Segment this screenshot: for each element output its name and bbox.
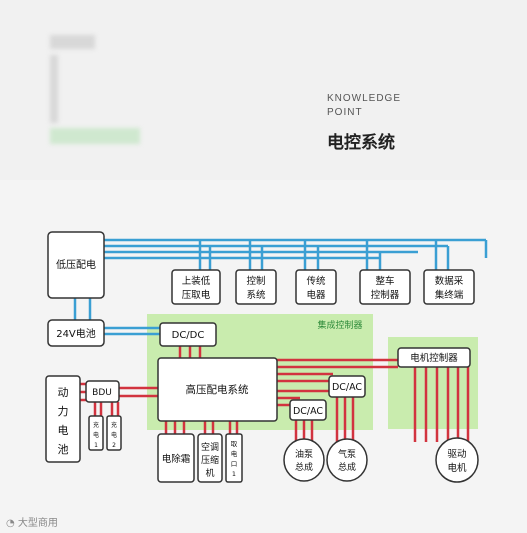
ac-comp-line3: 机 [205, 467, 214, 479]
drive-motor-line2: 电机 [447, 462, 467, 474]
load4-line1: 整车 [375, 275, 394, 287]
load-traditional-electric-box [295, 269, 337, 305]
high-voltage-lines [80, 346, 470, 442]
power-battery-char1: 动 [58, 386, 69, 399]
load-vehicle-controller-box [359, 269, 411, 305]
power-battery-char3: 电 [58, 424, 69, 437]
charger1-char3: 1 [94, 442, 98, 449]
air-pump-line2: 总成 [338, 461, 356, 473]
power-take-char3: 口 [231, 460, 238, 468]
page-title: 电控系统 [327, 133, 395, 153]
battery-24v-box [47, 319, 105, 347]
dcdc-box [159, 322, 217, 347]
blurred-logo-bar [50, 55, 58, 123]
motor-controller-box [397, 347, 471, 368]
load-control-system-box [235, 269, 277, 305]
hv-distribution-box [157, 357, 278, 422]
charger1-char2: 电 [93, 431, 99, 439]
load1-line2: 压取电 [182, 289, 211, 301]
ac-compressor-box [197, 433, 223, 483]
header-area: KNOWLEDGE POINT 电控系统 [0, 0, 527, 180]
kp-line1: KNOWLEDGE [327, 93, 402, 104]
charger2-char3: 2 [112, 442, 116, 449]
oil-pump-line1: 油泵 [295, 448, 313, 460]
load2-line2: 系统 [246, 289, 266, 301]
oil-pump-line2: 总成 [295, 461, 313, 473]
integrated-controller-label: 集成控制器 [317, 319, 362, 331]
load4-line2: 控制器 [371, 289, 400, 301]
load3-line2: 电器 [306, 289, 326, 301]
defrost-label: 电除霜 [162, 453, 191, 465]
power-battery-char2: 力 [58, 405, 69, 418]
dcdc-label: DC/DC [172, 330, 205, 341]
bdu-box [85, 380, 120, 403]
load5-line2: 集终端 [435, 289, 464, 301]
hv-distribution-label: 高压配电系统 [186, 383, 249, 396]
battery-24v-label: 24V电池 [56, 327, 96, 340]
load5-line1: 数据采 [435, 275, 464, 287]
air-pump-circle [326, 438, 368, 482]
motor-controller-label: 电机控制器 [410, 352, 458, 364]
watermark-text: 大型商用 [17, 518, 58, 529]
power-take-off-box [225, 433, 243, 483]
ac-comp-line1: 空调 [201, 441, 219, 453]
dcac2-label: DC/AC [293, 406, 323, 417]
defrost-box [157, 433, 195, 483]
low-voltage-distribution-box [47, 231, 105, 299]
load3-line1: 传统 [306, 275, 326, 287]
charger1-box [88, 415, 104, 451]
drive-motor-line1: 驱动 [447, 449, 466, 460]
dcac1-label: DC/AC [332, 382, 362, 393]
low-voltage-label: 低压配电 [56, 258, 96, 271]
load-upper-body-box [171, 269, 221, 305]
oil-pump-circle [283, 438, 325, 482]
charger2-char1: 充 [111, 421, 117, 429]
power-battery-box [45, 375, 81, 463]
charger1-char1: 充 [93, 421, 99, 429]
drive-motor-circle [435, 437, 479, 483]
low-voltage-lines [73, 238, 488, 336]
kp-line2: POINT [327, 107, 363, 118]
power-take-char4: 1 [232, 470, 236, 478]
load2-line1: 控制 [246, 275, 265, 287]
dcac2-box [289, 399, 327, 421]
blurred-logo-top [50, 35, 95, 49]
load1-line1: 上装低 [182, 275, 211, 287]
air-pump-line1: 气泵 [338, 448, 356, 460]
charger2-box [106, 415, 122, 451]
load-data-terminal-box [423, 269, 475, 305]
power-take-char1: 取 [231, 440, 238, 448]
ac-comp-line2: 压缩 [201, 454, 219, 466]
bdu-label: BDU [92, 388, 112, 398]
power-take-char2: 电 [231, 449, 238, 458]
knowledge-point-label: KNOWLEDGE POINT [327, 92, 401, 120]
watermark-icon: ◔ [6, 518, 15, 529]
watermark: ◔ 大型商用 [6, 514, 58, 529]
power-battery-char4: 池 [58, 443, 69, 456]
charger2-char2: 电 [111, 431, 117, 439]
dcac1-box [328, 375, 366, 398]
blurred-logo-bottom [50, 128, 140, 144]
